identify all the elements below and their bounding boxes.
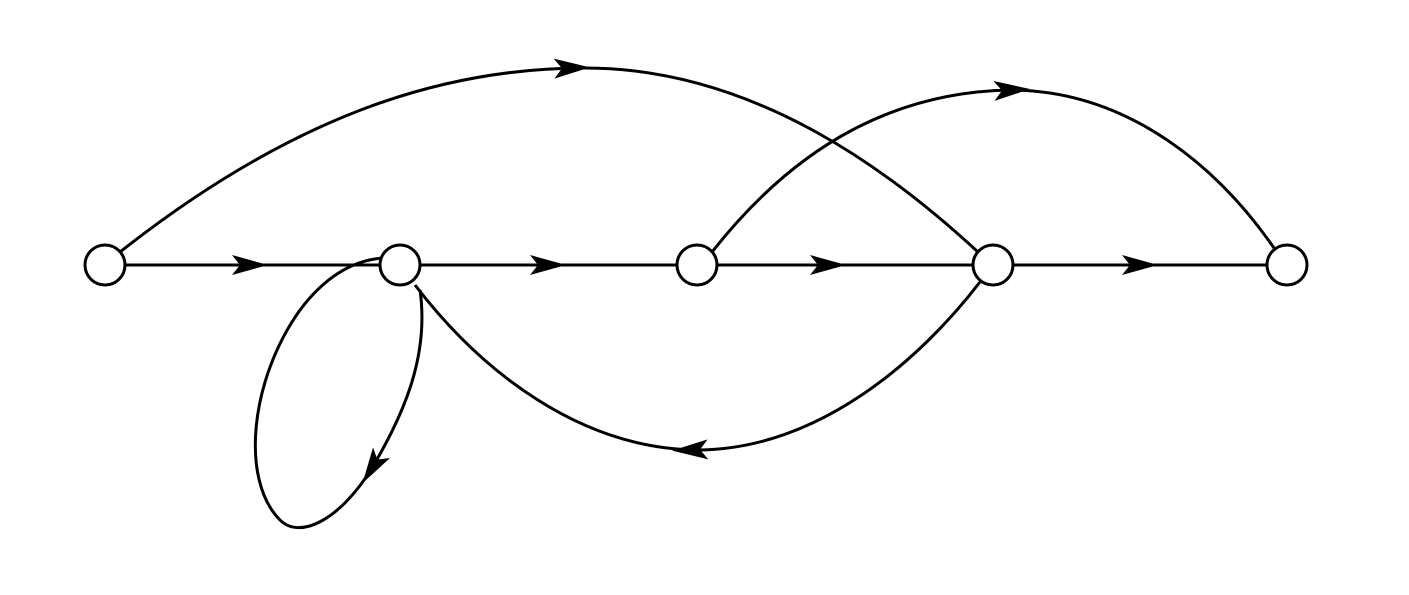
node-4 xyxy=(971,243,1015,287)
arrowhead-icon xyxy=(1122,255,1158,275)
arrowhead-icon xyxy=(672,439,709,460)
edge-n4-n2-feedback xyxy=(413,281,982,452)
node-2 xyxy=(378,243,422,287)
arrowhead-icon xyxy=(232,255,268,275)
arrowhead-icon xyxy=(553,58,590,79)
arrowhead-icon xyxy=(993,80,1030,101)
edge-n2-self-loop xyxy=(253,256,424,530)
node-3 xyxy=(675,243,719,287)
arrowhead-icon xyxy=(530,255,566,275)
edge-n1-n4-arc xyxy=(119,66,980,254)
node-5 xyxy=(1265,243,1309,287)
arrowhead-icon xyxy=(362,447,391,484)
node-1 xyxy=(83,243,127,287)
arrowhead-icon xyxy=(810,255,846,275)
edge-n3-n5-arc xyxy=(710,88,1276,253)
